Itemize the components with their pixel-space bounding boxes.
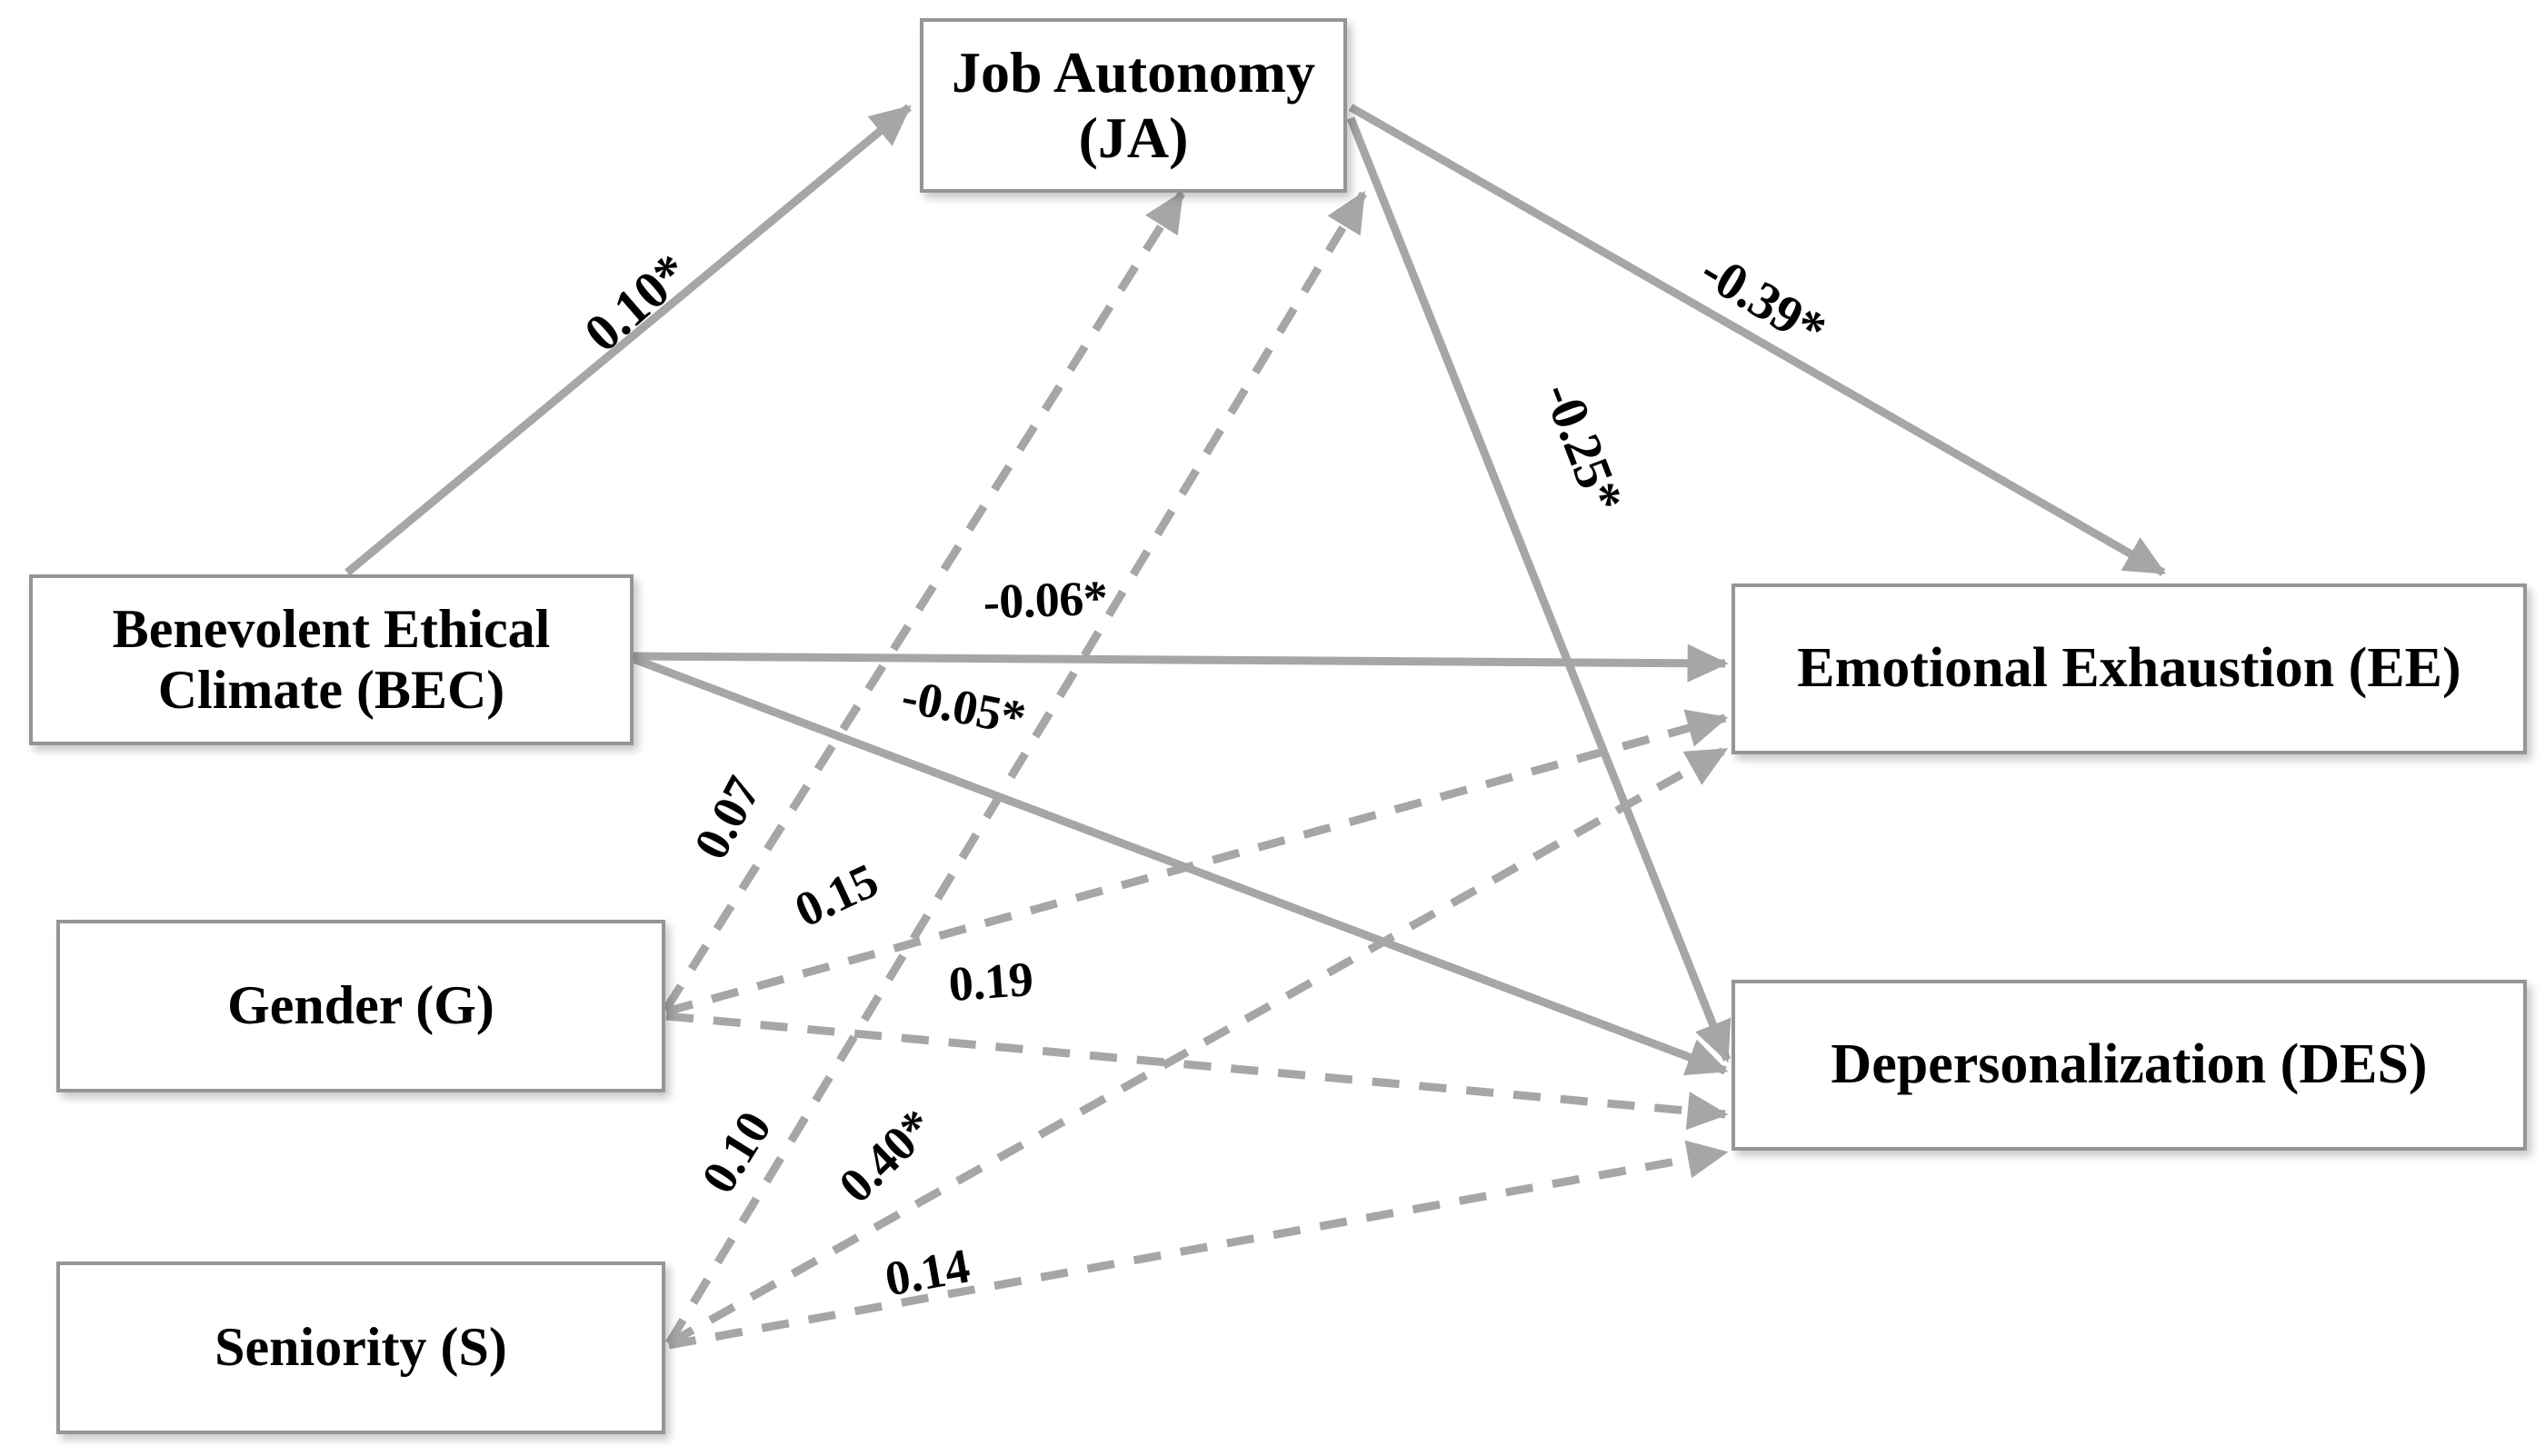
node-box-ja[interactable]: Job Autonomy (JA)	[920, 18, 1347, 193]
node-label-ja: Job Autonomy (JA)	[951, 40, 1316, 170]
node-box-g[interactable]: Gender (G)	[56, 920, 665, 1092]
node-label-s: Seniority (S)	[215, 1317, 507, 1378]
node-box-s[interactable]: Seniority (S)	[56, 1262, 665, 1434]
node-label-bec: Benevolent Ethical Climate (BEC)	[112, 598, 551, 720]
node-box-bec[interactable]: Benevolent Ethical Climate (BEC)	[29, 574, 634, 745]
edge-g-ja	[663, 190, 1185, 1012]
edge-bec-ee	[633, 643, 1729, 683]
edge-g-ee	[664, 709, 1729, 1016]
edge-coefficient-g-des: 0.19	[946, 951, 1035, 1012]
edge-s-des	[668, 1140, 1729, 1350]
edge-s-ja	[665, 190, 1367, 1346]
node-label-des: Depersonalization (DES)	[1831, 1033, 2428, 1096]
edge-ja-ee	[1348, 104, 2167, 576]
edge-bec-ja	[344, 104, 912, 576]
node-box-des[interactable]: Depersonalization (DES)	[1732, 980, 2527, 1151]
edge-group	[344, 104, 2167, 1350]
edge-coefficient-bec-ee: -0.06*	[982, 570, 1109, 630]
node-box-ee[interactable]: Emotional Exhaustion (EE)	[1732, 583, 2527, 754]
node-label-g: Gender (G)	[227, 975, 494, 1036]
edge-ja-des	[1346, 116, 1732, 1063]
node-label-ee: Emotional Exhaustion (EE)	[1797, 637, 2461, 700]
edge-s-ee	[666, 746, 1729, 1347]
edge-g-des	[665, 1012, 1729, 1131]
edge-bec-des	[632, 654, 1729, 1076]
